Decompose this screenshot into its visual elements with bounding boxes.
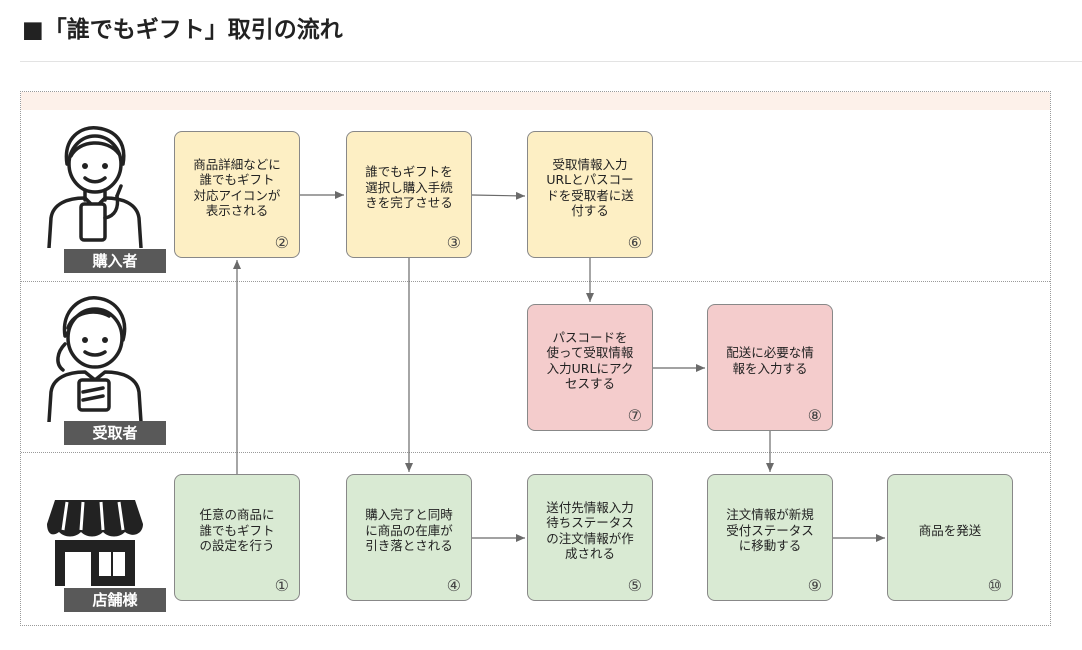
step-10-node: 商品を発送 ⑩ [887, 474, 1013, 601]
step-8-node: 配送に必要な情 報を入力する ⑧ [707, 304, 833, 431]
step-number: ① [274, 576, 289, 595]
step-6-node: 受取情報入力 URLとパスコー ドを受取者に送 付する ⑥ [527, 131, 653, 258]
lane-label-buyer: 購入者 [64, 249, 166, 273]
step-text: 商品を発送 [918, 522, 982, 538]
step-text: 任意の商品に 誰でもギフト の設定を行う [199, 507, 275, 554]
step-number: ③ [446, 233, 461, 252]
step-number: ⑩ [987, 576, 1002, 595]
step-text: 購入完了と同時 に商品の在庫が 引き落とされる [365, 507, 453, 554]
lane-divider [21, 281, 1050, 282]
arrow-3-to-6 [471, 191, 526, 200]
step-number: ⑨ [807, 576, 822, 595]
receiver-icon [47, 296, 143, 422]
step-number: ⑥ [627, 233, 642, 252]
step-text: 配送に必要な情 報を入力する [726, 345, 814, 376]
step-text: 送付先情報入力 待ちステータス の注文情報が作 成される [546, 499, 634, 562]
title-divider [20, 61, 1082, 62]
step-text: 商品詳細などに 誰でもギフト 対応アイコンが 表示される [193, 156, 281, 219]
page-title: ■「誰でもギフト」取引の流れ [22, 17, 343, 43]
step-2-node: 商品詳細などに 誰でもギフト 対応アイコンが 表示される ② [174, 131, 300, 258]
step-number: ⑧ [807, 406, 822, 425]
step-9-node: 注文情報が新規 受付ステータス に移動する ⑨ [707, 474, 833, 601]
step-7-node: パスコードを 使って受取情報 入力URLにアク セスする ⑦ [527, 304, 653, 431]
store-icon [47, 500, 143, 586]
step-text: 誰でもギフトを 選択し購入手続 きを完了させる [365, 164, 453, 211]
step-3-node: 誰でもギフトを 選択し購入手続 きを完了させる ③ [346, 131, 472, 258]
step-number: ⑤ [627, 576, 642, 595]
lane-label-receiver: 受取者 [64, 421, 166, 445]
step-text: 受取情報入力 URLとパスコー ドを受取者に送 付する [546, 156, 634, 219]
step-number: ② [274, 233, 289, 252]
flow-diagram: 購入者 受取者 店舗様 [20, 91, 1051, 626]
step-4-node: 購入完了と同時 に商品の在庫が 引き落とされる ④ [346, 474, 472, 601]
diagram-top-band [21, 92, 1050, 110]
lane-divider [21, 452, 1050, 453]
step-text: 注文情報が新規 受付ステータス に移動する [726, 507, 814, 554]
lane-label-store: 店舗様 [64, 588, 166, 612]
buyer-icon [47, 126, 143, 248]
step-text: パスコードを 使って受取情報 入力URLにアク セスする [546, 329, 634, 392]
step-number: ④ [446, 576, 461, 595]
step-1-node: 任意の商品に 誰でもギフト の設定を行う ① [174, 474, 300, 601]
step-number: ⑦ [627, 406, 642, 425]
step-5-node: 送付先情報入力 待ちステータス の注文情報が作 成される ⑤ [527, 474, 653, 601]
